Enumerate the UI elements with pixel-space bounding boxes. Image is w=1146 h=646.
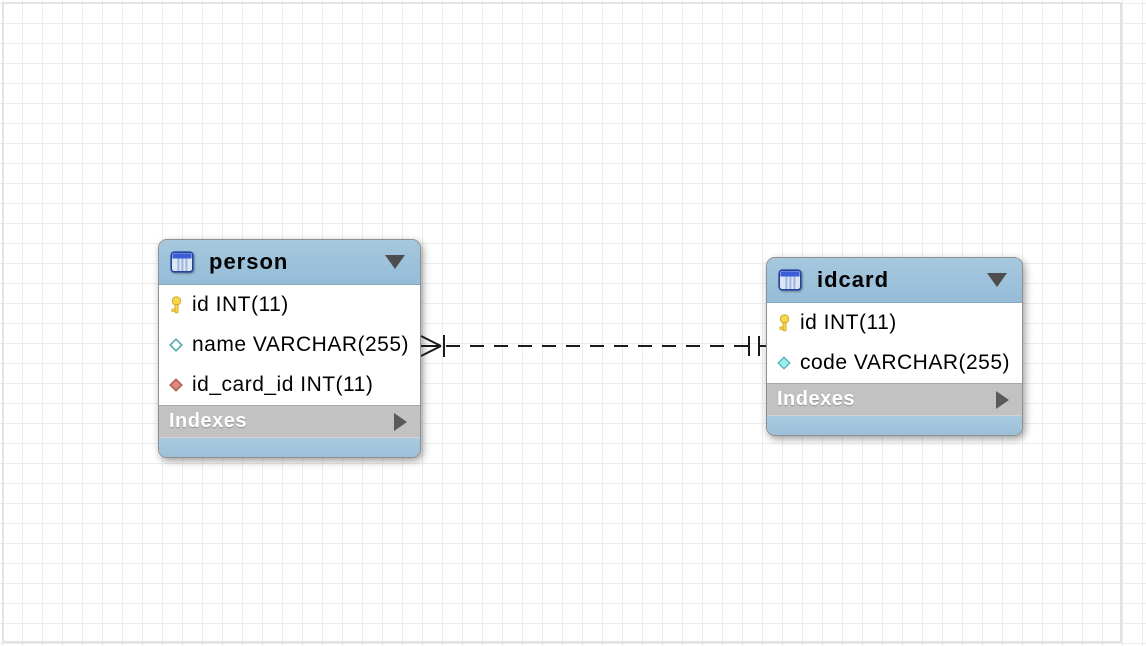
table-title: person [209, 249, 289, 274]
primary-key-icon [776, 314, 792, 332]
table-icon [778, 268, 803, 292]
column-row[interactable]: code VARCHAR(255) [767, 343, 1022, 383]
table-person[interactable]: person id INT(11) name VARCHAR(255) [158, 239, 421, 458]
notnull-column-icon [776, 356, 792, 370]
table-idcard-header[interactable]: idcard [767, 258, 1022, 303]
table-footer [159, 437, 420, 457]
nullable-column-icon [168, 338, 184, 352]
table-title: idcard [817, 267, 890, 292]
table-footer [767, 415, 1022, 435]
foreign-key-column-icon [168, 378, 184, 392]
column-label: code VARCHAR(255) [800, 351, 1011, 374]
primary-key-icon [168, 296, 184, 314]
expand-triangle-right-icon[interactable] [394, 412, 407, 431]
table-person-header[interactable]: person [159, 240, 420, 285]
table-person-columns: id INT(11) name VARCHAR(255) id_card_id … [159, 285, 420, 405]
column-label: id INT(11) [192, 293, 289, 316]
column-row[interactable]: name VARCHAR(255) [159, 325, 420, 365]
table-idcard-columns: id INT(11) code VARCHAR(255) [767, 303, 1022, 383]
column-row[interactable]: id INT(11) [767, 303, 1022, 343]
column-row[interactable]: id_card_id INT(11) [159, 365, 420, 405]
column-label: id INT(11) [800, 311, 897, 334]
column-label: name VARCHAR(255) [192, 333, 410, 356]
table-idcard[interactable]: idcard id INT(11) code VARCHAR(255) Ind [766, 257, 1023, 436]
collapse-triangle-down-icon[interactable] [987, 273, 1007, 287]
table-icon [170, 250, 195, 274]
column-label: id_card_id INT(11) [192, 373, 374, 396]
crow-foot-many-icon [420, 335, 442, 357]
column-row[interactable]: id INT(11) [159, 285, 420, 325]
expand-triangle-right-icon[interactable] [996, 390, 1009, 409]
indexes-section[interactable]: Indexes [767, 383, 1022, 415]
indexes-label: Indexes [169, 410, 247, 432]
indexes-section[interactable]: Indexes [159, 405, 420, 437]
indexes-label: Indexes [777, 388, 855, 410]
collapse-triangle-down-icon[interactable] [385, 255, 405, 269]
